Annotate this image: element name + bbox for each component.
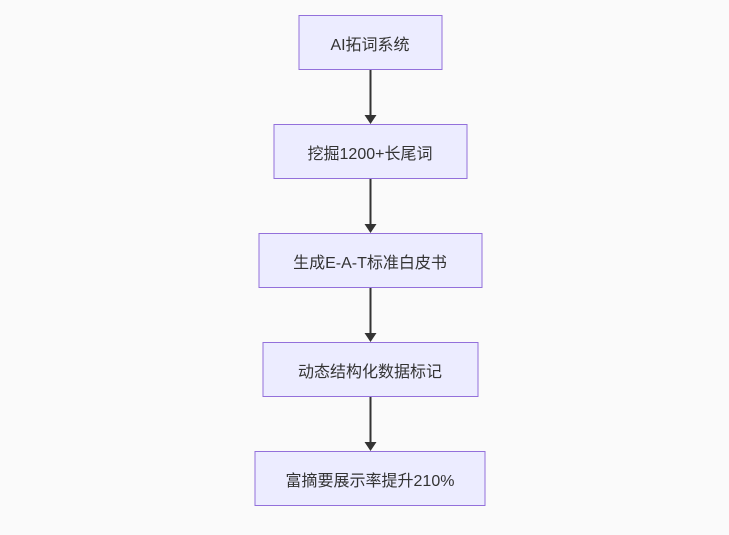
- flow-node-eat-whitepaper: 生成E-A-T标准白皮书: [258, 233, 482, 288]
- flow-node-rich-snippet-rate: 富摘要展示率提升210%: [254, 451, 486, 506]
- flow-arrow-2: [363, 179, 377, 233]
- flow-node-longtail-keywords: 挖掘1200+长尾词: [273, 124, 467, 179]
- edge-line: [369, 70, 371, 115]
- flow-node-ai-word-system: AI拓词系统: [298, 15, 442, 70]
- arrowhead-down-icon: [364, 333, 376, 342]
- arrowhead-down-icon: [364, 442, 376, 451]
- flowchart: AI拓词系统 挖掘1200+长尾词 生成E-A-T标准白皮书 动态结构化数据标记…: [254, 15, 486, 506]
- arrowhead-down-icon: [364, 224, 376, 233]
- flow-node-structured-data: 动态结构化数据标记: [262, 342, 478, 397]
- edge-line: [369, 179, 371, 224]
- flow-arrow-4: [363, 397, 377, 451]
- flow-arrow-3: [363, 288, 377, 342]
- arrowhead-down-icon: [364, 115, 376, 124]
- flow-arrow-1: [363, 70, 377, 124]
- edge-line: [369, 397, 371, 442]
- edge-line: [369, 288, 371, 333]
